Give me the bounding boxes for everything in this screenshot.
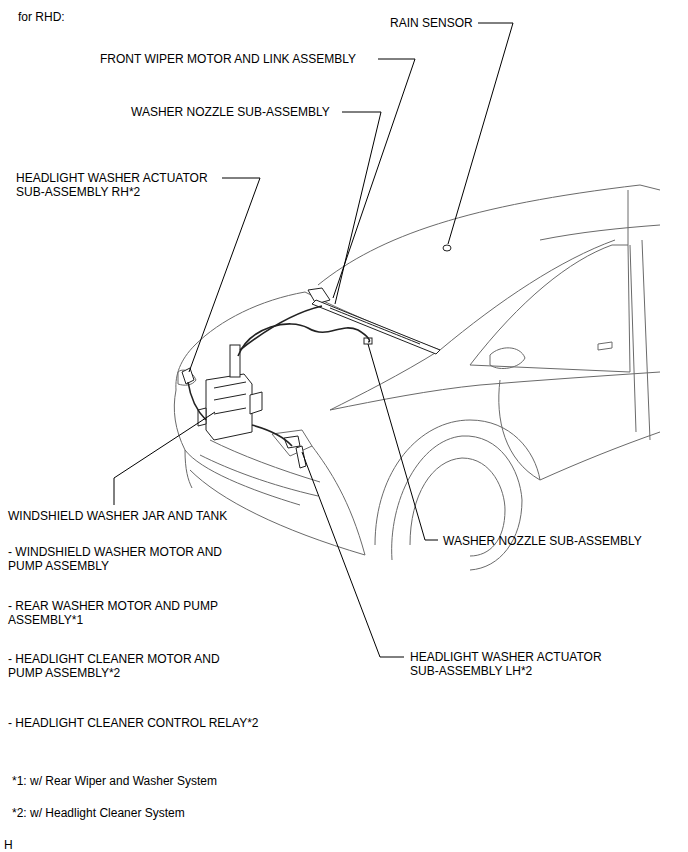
- part-label: H: [4, 838, 34, 852]
- part-label: HEADLIGHT WASHER ACTUATOR SUB-ASSEMBLY L…: [410, 650, 625, 678]
- part-label: WASHER NOZZLE SUB-ASSEMBLY: [443, 534, 683, 548]
- part-label: *1: w/ Rear Wiper and Washer System: [12, 774, 352, 788]
- part-label: - WINDSHIELD WASHER MOTOR AND PUMP ASSEM…: [8, 545, 238, 573]
- part-label: RAIN SENSOR: [390, 16, 476, 30]
- part-label: WASHER NOZZLE SUB-ASSEMBLY: [131, 105, 339, 119]
- part-label: - HEADLIGHT CLEANER MOTOR AND PUMP ASSEM…: [8, 652, 238, 680]
- part-label: HEADLIGHT WASHER ACTUATOR SUB-ASSEMBLY R…: [16, 171, 231, 199]
- part-label: for RHD:: [18, 10, 138, 24]
- part-label: FRONT WIPER MOTOR AND LINK ASSEMBLY: [100, 52, 374, 66]
- part-label: *2: w/ Headlight Cleaner System: [12, 806, 352, 820]
- part-label: WINDSHIELD WASHER JAR AND TANK: [8, 509, 308, 523]
- part-label: - REAR WASHER MOTOR AND PUMP ASSEMBLY*1: [8, 599, 238, 627]
- part-label: - HEADLIGHT CLEANER CONTROL RELAY*2: [8, 716, 328, 730]
